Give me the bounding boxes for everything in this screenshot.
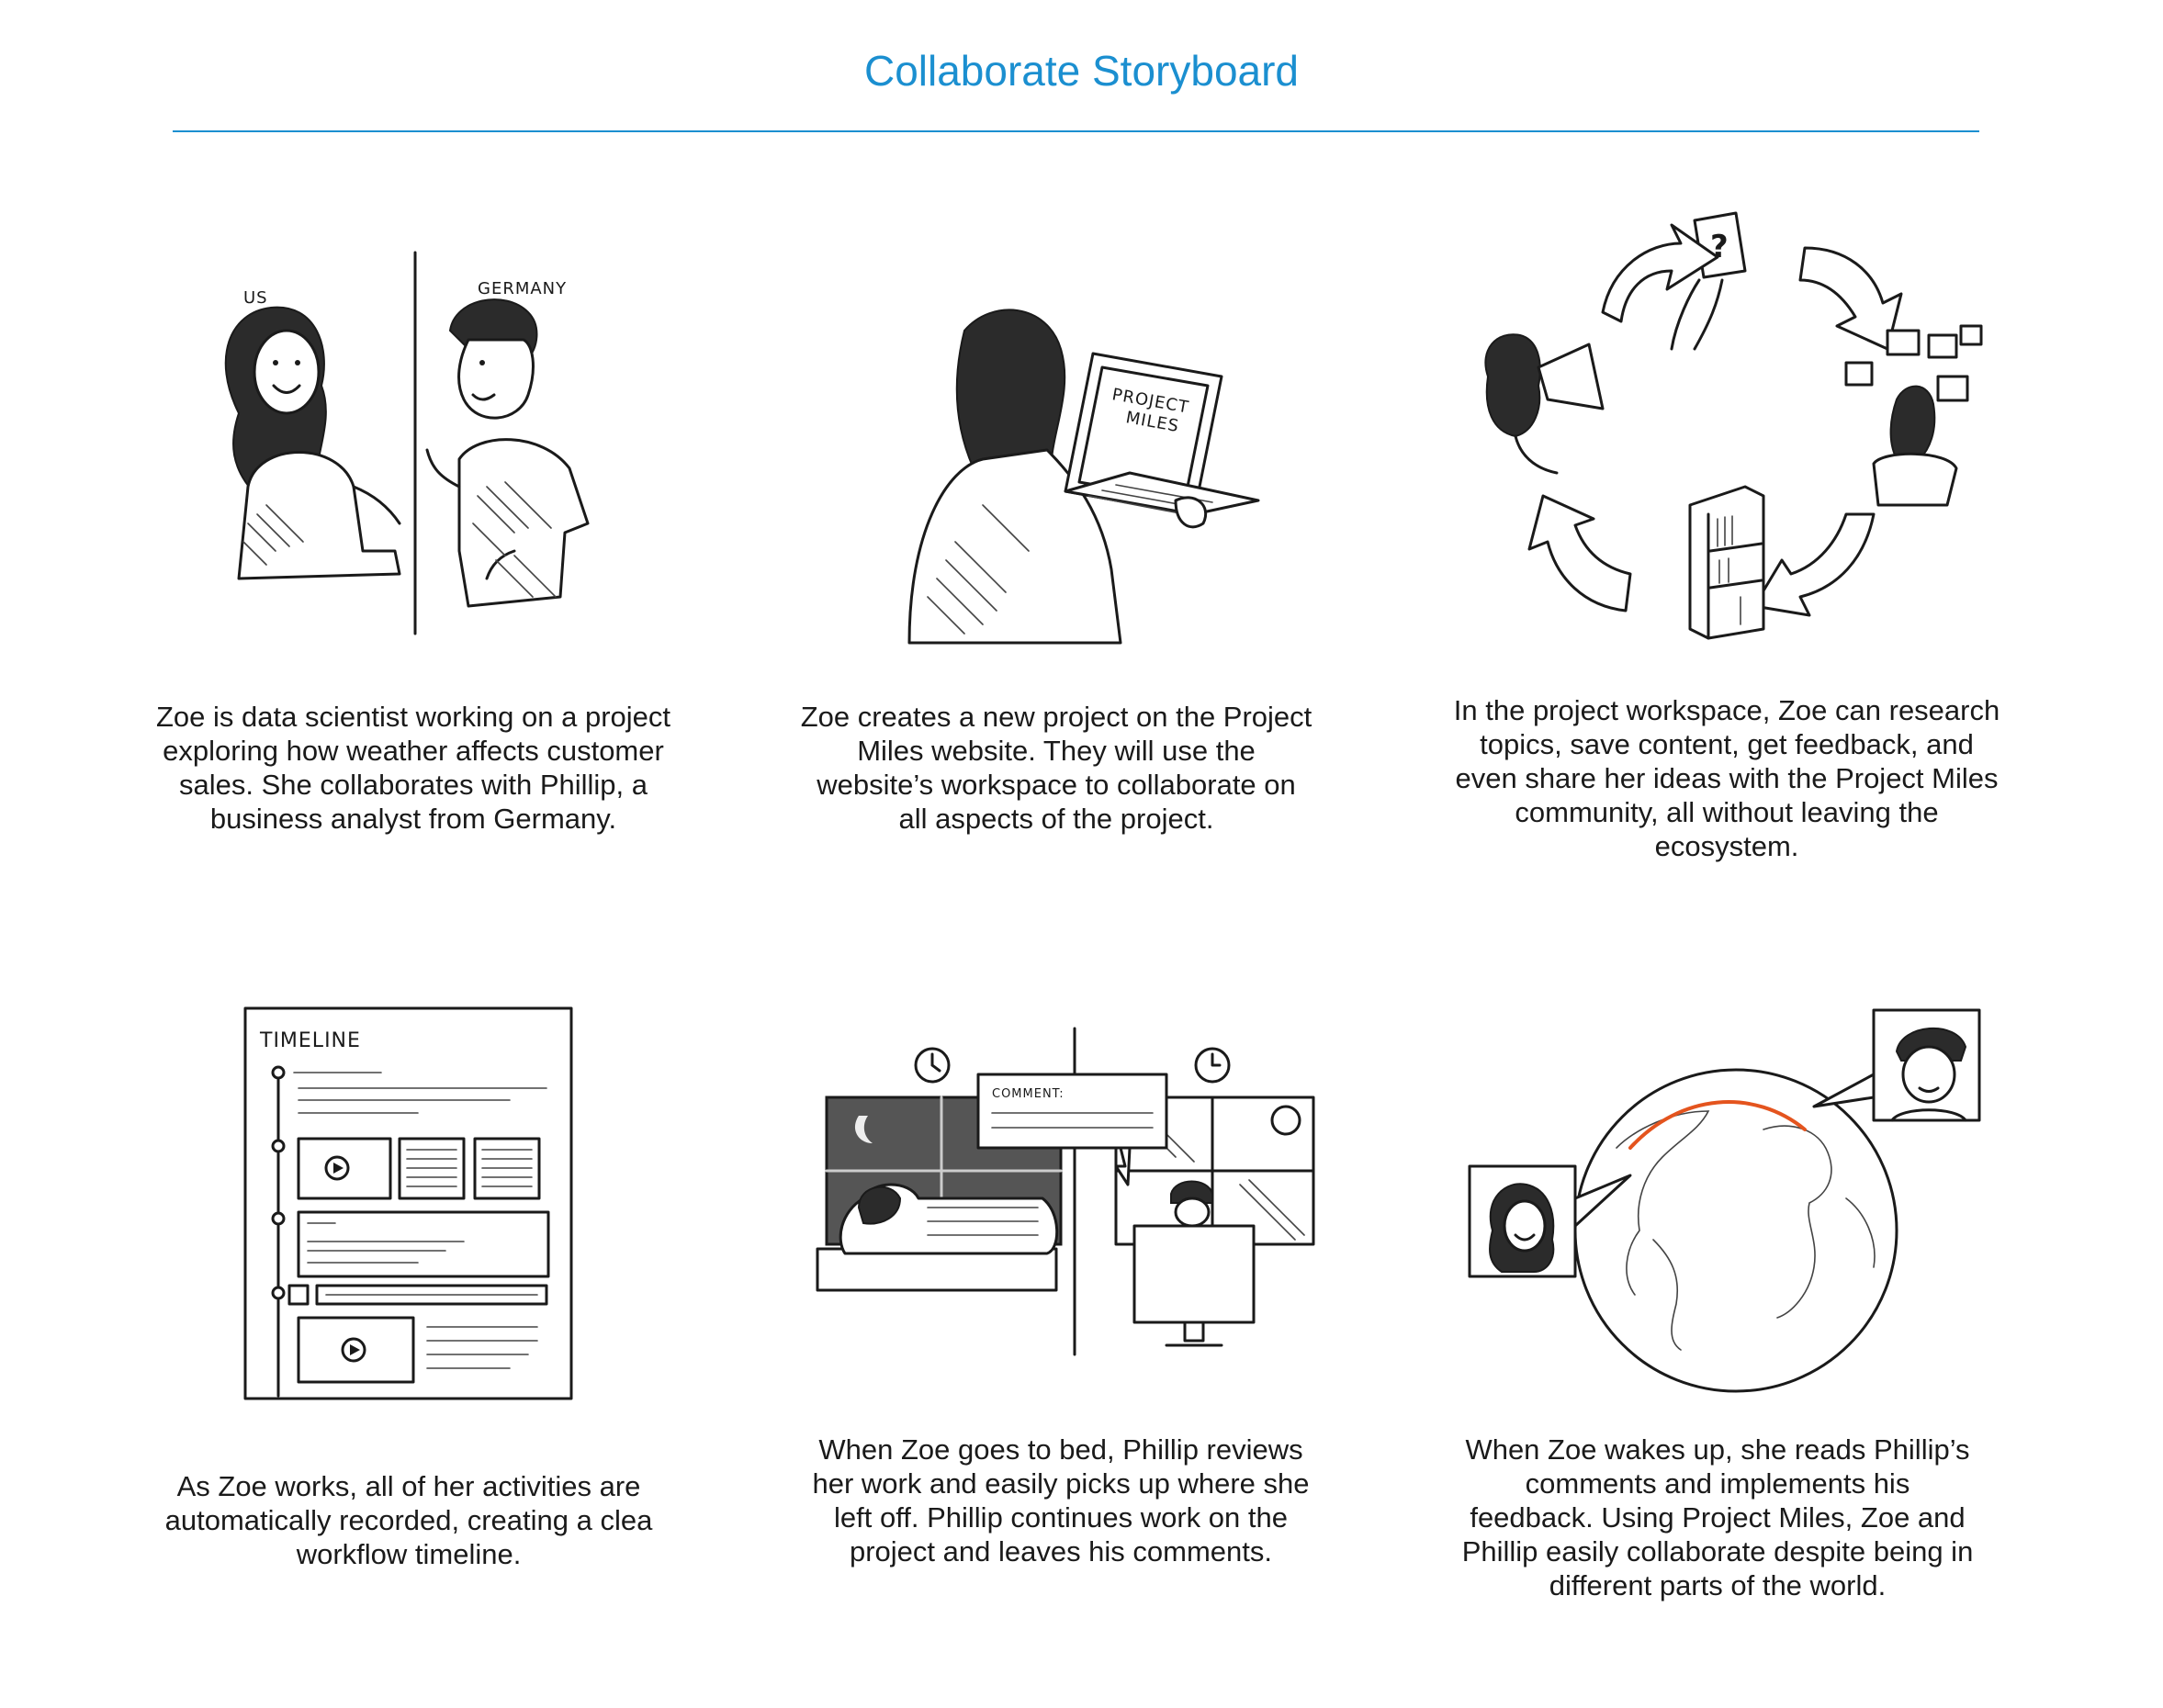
label-germany: GERMANY xyxy=(478,279,567,298)
timeline-heading: TIMELINE xyxy=(259,1029,361,1052)
panel-6-illustration xyxy=(1468,1008,1981,1393)
panel-3-illustration: ? xyxy=(1484,211,1983,640)
page-title: Collaborate Storyboard xyxy=(863,47,1300,95)
zoe-hand xyxy=(1174,496,1208,529)
comment-bubble: COMMENT: xyxy=(976,1073,1168,1186)
monitor xyxy=(1132,1224,1256,1324)
laptop-sketch: PROJECT MILES xyxy=(1064,352,1260,516)
phillip-at-monitor xyxy=(1132,1180,1256,1347)
panel-4-illustration: TIMELINE xyxy=(243,1006,573,1400)
panel-2-illustration: PROJECT MILES xyxy=(907,309,1260,645)
zoe-avatar xyxy=(1468,1164,1632,1278)
title-divider xyxy=(173,130,1979,132)
panel-4-caption: As Zoe works, all of her activities are … xyxy=(164,1470,653,1570)
label-us: US xyxy=(243,288,268,308)
phillip-avatar xyxy=(1812,1008,1981,1122)
save-content-bookshelf xyxy=(1688,485,1765,640)
panel-6-caption: When Zoe wakes up, she reads Phillip’s c… xyxy=(1461,1433,1974,1601)
cycle-arrows xyxy=(1527,223,1903,617)
panel-3-caption: In the project workspace, Zoe can resear… xyxy=(1453,694,2000,862)
panel-1-illustration: US GERMANY xyxy=(224,251,590,635)
share-ideas-figure xyxy=(1484,333,1605,475)
sun-icon xyxy=(1270,1105,1301,1136)
phillip-figure xyxy=(425,298,590,608)
comment-label: COMMENT: xyxy=(992,1087,1065,1101)
zoe-figure xyxy=(224,306,401,580)
panel-1-caption: Zoe is data scientist working on a proje… xyxy=(156,701,670,835)
zoe-back-figure xyxy=(907,309,1122,645)
panel-2-caption: Zoe creates a new project on the Project… xyxy=(800,701,1312,835)
moon-icon xyxy=(854,1116,873,1143)
panel-5-caption: When Zoe goes to bed, Phillip reviews he… xyxy=(812,1433,1310,1568)
globe xyxy=(1573,1068,1898,1393)
bed xyxy=(816,1247,1058,1292)
feedback-figure xyxy=(1844,324,1983,507)
panel-5-illustration: COMMENT: xyxy=(816,1027,1315,1356)
connection-arc xyxy=(1628,1100,1807,1150)
